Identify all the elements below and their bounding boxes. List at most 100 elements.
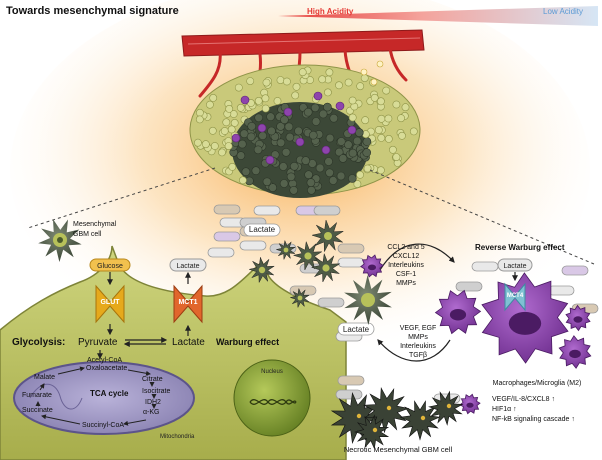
mct1-transporter <box>173 284 203 324</box>
lactate-glycolysis-label: Lactate <box>172 337 205 348</box>
macrophage-nucleus <box>569 349 581 359</box>
lactate-capsule-label: Lactate <box>249 225 276 234</box>
lactate-capsule-mct1 <box>169 258 207 272</box>
tumor-cell <box>336 171 346 181</box>
macrophage-nucleus <box>367 264 377 271</box>
tumor-cell <box>276 138 286 148</box>
tumor-cell <box>361 116 370 125</box>
lactate-capsule <box>337 243 365 254</box>
tumor-cell <box>234 83 243 92</box>
tumor-cell <box>303 107 313 117</box>
tumor-cell <box>262 177 272 187</box>
tumor-cell <box>392 153 401 161</box>
lactate-capsule <box>253 205 281 216</box>
pyruvate-label: Pyruvate <box>78 337 118 348</box>
tumor-cell <box>325 168 334 178</box>
lactate-capsule <box>337 375 365 386</box>
macrophage-nucleus <box>508 311 542 335</box>
tumor-cell <box>292 82 301 91</box>
tumor-cell <box>262 78 271 87</box>
tumor-cell <box>377 114 386 123</box>
tumor-cell <box>362 148 372 157</box>
tumor-cell <box>285 132 295 142</box>
tumor-cell <box>318 109 328 119</box>
tca-succinate: Succinate <box>22 407 53 414</box>
signal-top-1: CXCL12 <box>393 253 420 260</box>
lactate-label-mct1: Lactate <box>177 263 200 270</box>
tumor-cell <box>251 166 261 175</box>
tumor-cell <box>343 140 353 149</box>
mct4-transporter <box>504 282 526 312</box>
necrotic-cells <box>330 387 464 450</box>
glucose-label: Glucose <box>97 263 123 270</box>
tumor-cell <box>388 145 397 154</box>
lactate-capsule <box>547 285 575 296</box>
tumor-cell <box>384 114 393 123</box>
tumor-cell <box>307 186 316 195</box>
mesenchymal-label-2: GBM cell <box>73 231 102 238</box>
tumor-macrophage <box>265 155 275 165</box>
tumor-cell <box>362 137 372 146</box>
tumor-cell <box>258 131 268 140</box>
nucleus-label: Nucleus <box>261 369 283 375</box>
tca-malate: Malate <box>34 374 55 381</box>
tumor-cell <box>210 142 219 150</box>
tumor-cell <box>356 170 364 179</box>
tumor-cell <box>356 82 365 91</box>
tca-cycle-label: TCA cycle <box>90 389 129 398</box>
tumor-cell <box>315 163 325 173</box>
tumor-cell <box>310 103 320 113</box>
signal-bottom-2: Interleukins <box>400 343 436 350</box>
tumor-cell <box>205 100 214 109</box>
tumor-macrophage <box>231 133 241 143</box>
reverse-warburg-label: Reverse Warburg effect <box>475 243 565 252</box>
tumor-cell <box>218 148 226 157</box>
tumor-cell <box>291 91 300 100</box>
tumor-cell <box>193 138 202 147</box>
tumor-cell <box>335 81 343 90</box>
tumor-cell <box>236 103 245 112</box>
tumor-cell <box>360 74 369 82</box>
gbm-cells-middle <box>248 219 345 309</box>
tumor-macrophage <box>321 145 331 155</box>
necrotic-debris <box>446 403 452 409</box>
tumor-cell <box>276 76 285 84</box>
mct1-label: MCT1 <box>178 299 197 306</box>
tumor-cell <box>353 180 362 188</box>
cascade-list: VEGF/IL-8/CXCL8 ↑ HIF1α ↑ NF-kB signalin… <box>492 396 575 423</box>
tumor-cell <box>308 130 318 140</box>
signals-top: CCL2 and 5 CXCL12 Interleukins CSF-1 MMP… <box>387 244 424 287</box>
tumor-cell <box>409 127 418 136</box>
tca-idh2: IDH2 <box>145 399 161 406</box>
tumor-cell <box>348 96 357 105</box>
glut-transporter <box>95 284 125 324</box>
lactate-capsule-labeled <box>243 223 281 237</box>
macrophages <box>360 254 592 415</box>
tumor-macrophage <box>283 107 293 117</box>
tumor-cell <box>220 127 229 135</box>
tumor-cell <box>376 166 385 175</box>
tumor-cell <box>208 126 217 135</box>
tumor-cell <box>324 157 333 166</box>
signal-arc-top <box>379 243 455 271</box>
tumor-cell <box>261 94 270 103</box>
lactate-capsule-label-2: Lactate <box>343 325 370 334</box>
tumor-cell <box>278 162 288 171</box>
gbm-cell-signaling-nucleus <box>361 293 375 307</box>
tumor-cell <box>276 122 285 131</box>
tumor-cell <box>323 88 332 97</box>
lactate-capsule <box>561 265 589 276</box>
tumor-cell <box>397 114 405 123</box>
tca-arrows <box>35 366 157 426</box>
tumor-cell <box>227 125 236 134</box>
floating-cell <box>360 68 368 76</box>
tumor-cell <box>247 122 256 131</box>
mitochondria <box>13 361 195 435</box>
mesenchymal-cell-icon <box>38 219 82 262</box>
acidity-gradient <box>278 6 598 26</box>
lactate-capsule <box>471 261 499 272</box>
tca-citrate: Citrate <box>142 376 163 383</box>
floating-cell <box>376 60 384 68</box>
tumor-cell <box>382 86 391 95</box>
